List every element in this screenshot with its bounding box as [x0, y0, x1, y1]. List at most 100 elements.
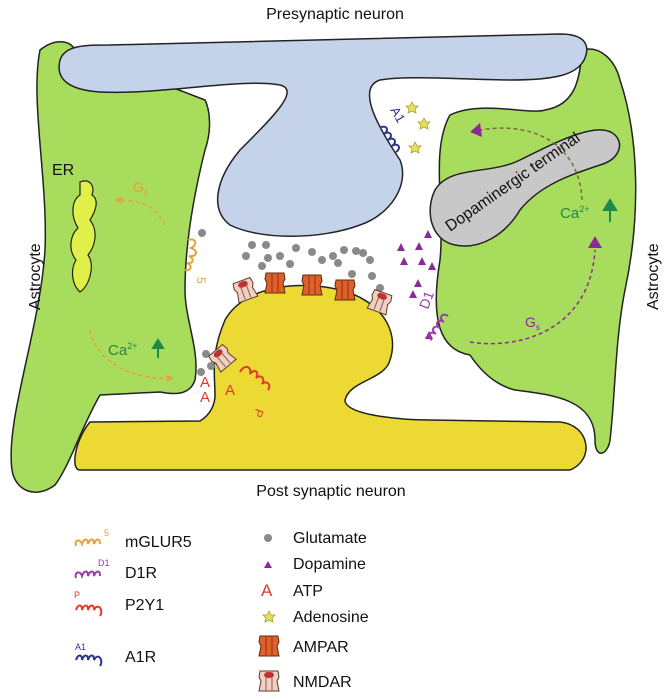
glutamate-molecule: [359, 249, 367, 257]
glutamate-molecule: [348, 270, 356, 278]
glutamate-molecule: [276, 252, 284, 260]
svg-text:5: 5: [194, 277, 208, 284]
legend-adenosine: Adenosine: [262, 609, 369, 626]
svg-text:5: 5: [104, 528, 109, 538]
glutamate-molecule: [242, 252, 250, 260]
svg-text:mGLUR5: mGLUR5: [125, 534, 192, 551]
presynaptic-title: Presynaptic neuron: [266, 6, 404, 23]
glutamate-molecule: [376, 284, 384, 292]
glutamate-molecule: [258, 262, 266, 270]
svg-text:A1: A1: [75, 642, 86, 652]
glutamate-molecule: [368, 272, 376, 280]
glutamate-molecule: [308, 248, 316, 256]
glutamate-molecule: [197, 368, 205, 376]
astrocyte-label-left: Astrocyte: [27, 243, 44, 310]
dopamine-cluster: [397, 230, 436, 339]
legend-d1r: D1 D1R: [74, 558, 157, 582]
dopamine-molecule: [415, 242, 423, 250]
svg-text:Dopamine: Dopamine: [293, 556, 366, 573]
glutamate-molecule: [286, 260, 294, 268]
svg-text:A: A: [225, 382, 235, 399]
dopamine-pathway-arrow-upper: [479, 127, 583, 201]
legend-ampar: AMPAR: [258, 635, 349, 657]
gq-pathway-arrow: [114, 196, 166, 226]
svg-text:A: A: [200, 374, 210, 391]
dopamine-arrowhead-upper: [470, 123, 482, 137]
svg-text:A1: A1: [387, 104, 408, 125]
dopaminergic-terminal: [429, 129, 621, 247]
right-astrocyte: [435, 48, 637, 454]
dopamine-molecule: [424, 230, 432, 238]
dopamine-molecule: [414, 279, 422, 287]
gq-label: Gq: [133, 179, 148, 197]
glutamate-molecule: [248, 241, 256, 249]
glutamate-molecule: [207, 362, 215, 370]
svg-text:A1R: A1R: [125, 649, 156, 666]
legend-atp: A ATP: [261, 581, 323, 600]
dopamine-icon: [264, 561, 272, 568]
adenosine-icon: [262, 610, 276, 623]
gs-arrowhead: [588, 236, 602, 248]
a1-receptor: A1: [379, 104, 408, 153]
svg-text:D1R: D1R: [125, 565, 157, 582]
glutamate-molecule: [264, 254, 272, 262]
glutamate-molecule: [366, 256, 374, 264]
glutamate-molecule: [202, 350, 210, 358]
endoplasmic-reticulum: [70, 180, 97, 293]
left-astrocyte: [10, 41, 211, 493]
svg-text:A: A: [200, 389, 210, 406]
nmdar-icon: [258, 670, 280, 692]
dopamine-molecule: [400, 257, 408, 265]
ampar-channel: [334, 279, 356, 301]
p2y1-icon: [75, 604, 103, 617]
mglur5-icon: [74, 538, 101, 548]
dopamine-molecule: [409, 290, 417, 298]
postsynaptic-title: Post synaptic neuron: [256, 483, 405, 500]
svg-text:NMDAR: NMDAR: [293, 674, 352, 691]
svg-text:P: P: [74, 590, 80, 600]
svg-text:ATP: ATP: [293, 583, 323, 600]
ampar-channel: [264, 272, 286, 294]
legend-glutamate: Glutamate: [264, 530, 367, 547]
legend-nmdar: NMDAR: [258, 670, 352, 692]
a1r-icon: [75, 654, 103, 667]
glutamate-molecule: [198, 229, 206, 237]
dopamine-molecule: [397, 243, 405, 251]
svg-text:AMPAR: AMPAR: [293, 639, 349, 656]
er-label: ER: [52, 162, 74, 179]
glutamate-molecule: [352, 247, 360, 255]
glutamate-molecule: [292, 244, 300, 252]
glutamate-molecule: [318, 256, 326, 264]
dopamine-molecule: [418, 257, 426, 265]
legend-a1r: A1 A1R: [75, 642, 156, 667]
legend-dopamine: Dopamine: [264, 556, 366, 573]
ampar-icon: [258, 635, 280, 657]
svg-text:Glutamate: Glutamate: [293, 530, 367, 547]
calcium-increase-arrow-left: [151, 338, 165, 358]
glutamate-molecule: [334, 259, 342, 267]
atp-molecules: A A A: [200, 374, 235, 406]
svg-text:D1: D1: [416, 289, 437, 311]
legend-receptors: 5 mGLUR5 D1 D1R P P2Y1 A1 A1R: [74, 528, 192, 667]
glutamate-icon: [264, 534, 272, 542]
glutamate-cluster: [197, 229, 384, 376]
dopamine-molecule: [428, 262, 436, 270]
calcium-increase-arrow-right: [602, 198, 618, 222]
svg-text:P2Y1: P2Y1: [125, 597, 164, 614]
calcium-label-left: Ca2+: [108, 341, 137, 359]
presynaptic-neuron: [58, 33, 588, 237]
calcium-pathway-arrow-left: [89, 329, 174, 382]
gs-pathway-arrow: [469, 249, 596, 345]
d1r-icon: [74, 570, 101, 580]
svg-text:D1: D1: [98, 558, 110, 568]
legend-molecules: Glutamate Dopamine A ATP Adenosine AMPAR…: [258, 530, 369, 692]
astrocyte-label-right: Astrocyte: [645, 243, 662, 310]
d1-receptor: D1: [416, 289, 449, 341]
atp-icon: A: [261, 581, 273, 600]
legend-mglur5: 5 mGLUR5: [74, 528, 192, 551]
calcium-label-right: Ca2+: [560, 204, 589, 222]
svg-text:Adenosine: Adenosine: [293, 609, 369, 626]
glutamate-molecule: [329, 252, 337, 260]
gs-label: Gs: [525, 314, 540, 332]
